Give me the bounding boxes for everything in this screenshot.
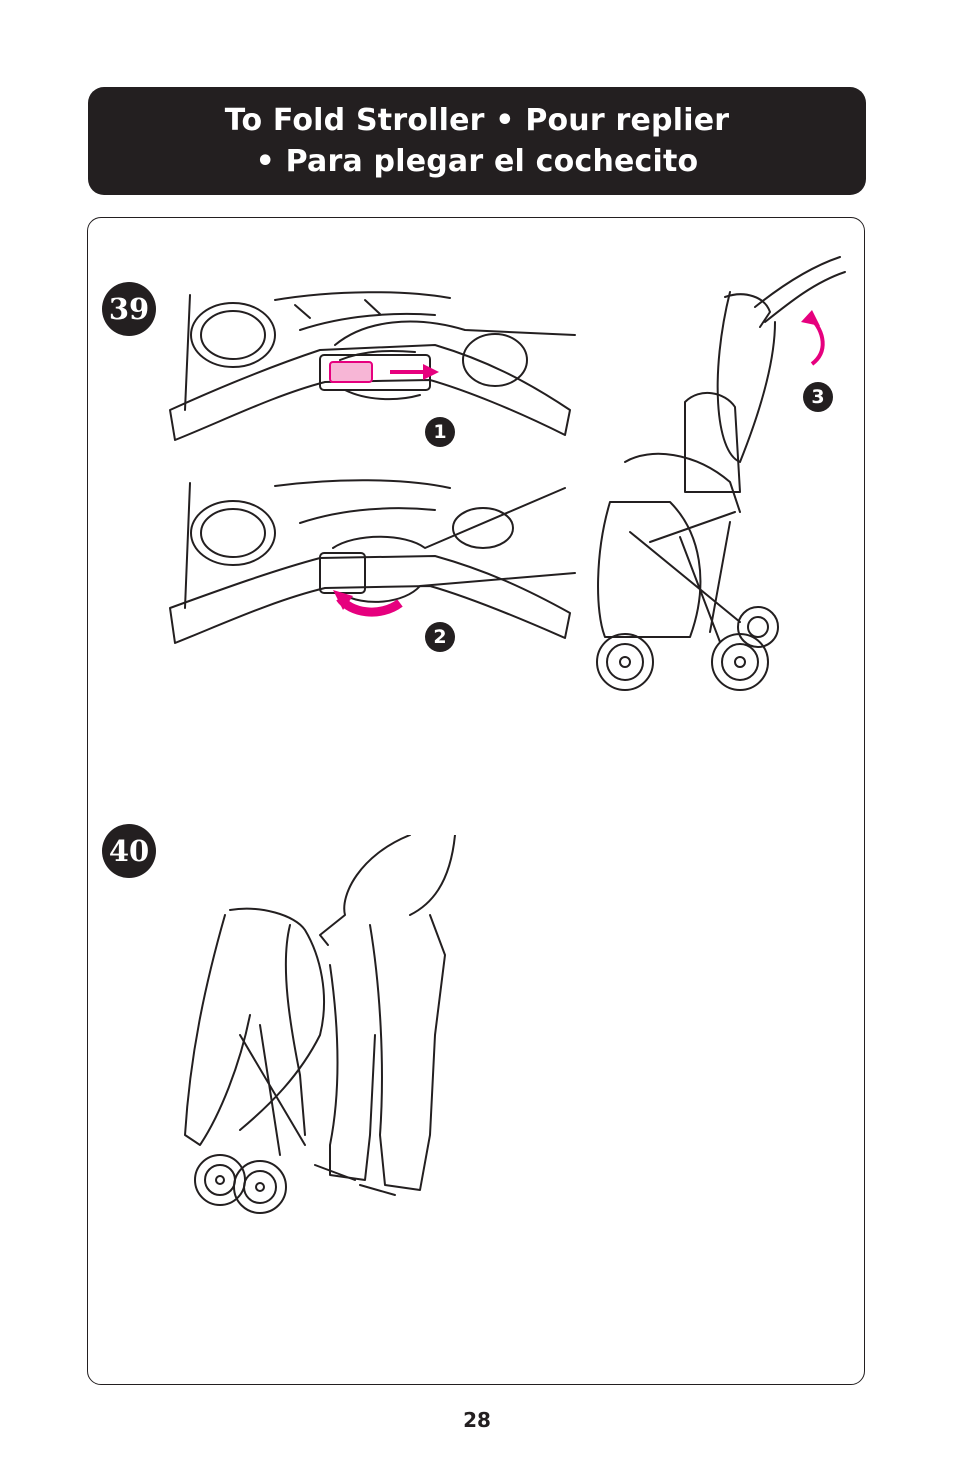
substep-1-badge: 1: [425, 417, 455, 447]
illustration-folded-stroller-standing: [184, 835, 456, 1214]
title-line-2: • Para plegar el cochecito: [255, 144, 699, 179]
step-39-badge: 39: [102, 282, 156, 336]
illustration-lift-to-fold: [596, 256, 846, 691]
step-40-badge: 40: [102, 824, 156, 878]
illustration-release-button-slide: [169, 291, 576, 441]
page-number: 28: [463, 1408, 491, 1432]
substep-2-badge: 2: [425, 622, 455, 652]
substep-3-badge: 3: [803, 382, 833, 412]
instruction-panel: [87, 217, 865, 1385]
title-line-1: To Fold Stroller • Pour replier: [224, 103, 730, 138]
section-title-banner: To Fold Stroller • Pour replier • Para p…: [88, 87, 866, 195]
illustration-twist-handle: [169, 479, 576, 644]
